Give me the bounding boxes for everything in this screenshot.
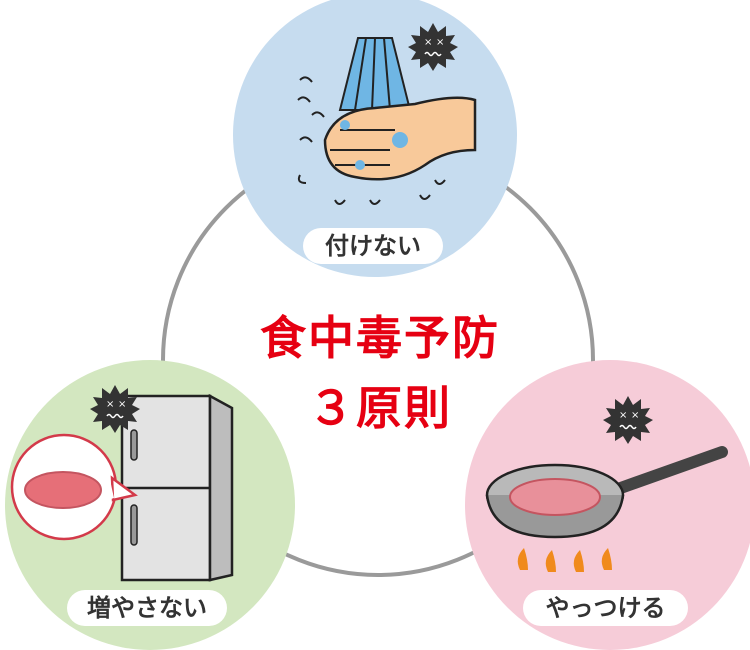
water-drops-icon bbox=[297, 76, 446, 205]
principle-2-refrigerator bbox=[5, 360, 295, 650]
frying-pan-icon bbox=[485, 446, 728, 539]
title-line-1: 食中毒予防 bbox=[260, 311, 500, 365]
flame-icon bbox=[517, 548, 612, 572]
refrigerator-icon bbox=[120, 393, 234, 582]
principle-3-cooking bbox=[465, 360, 750, 650]
label-tsukenai: 付けない bbox=[303, 228, 443, 264]
title-line-2: ３原則 bbox=[308, 381, 452, 435]
meat-icon bbox=[24, 471, 102, 509]
principle-1-hand-washing bbox=[233, 0, 517, 277]
label-fuyasanai: 増やさない bbox=[67, 590, 227, 626]
label-yattsukeru: やっつける bbox=[523, 590, 688, 626]
water-stream-icon bbox=[338, 37, 412, 111]
hand-washing-icon bbox=[323, 96, 477, 181]
meat-speech-bubble bbox=[10, 433, 138, 541]
